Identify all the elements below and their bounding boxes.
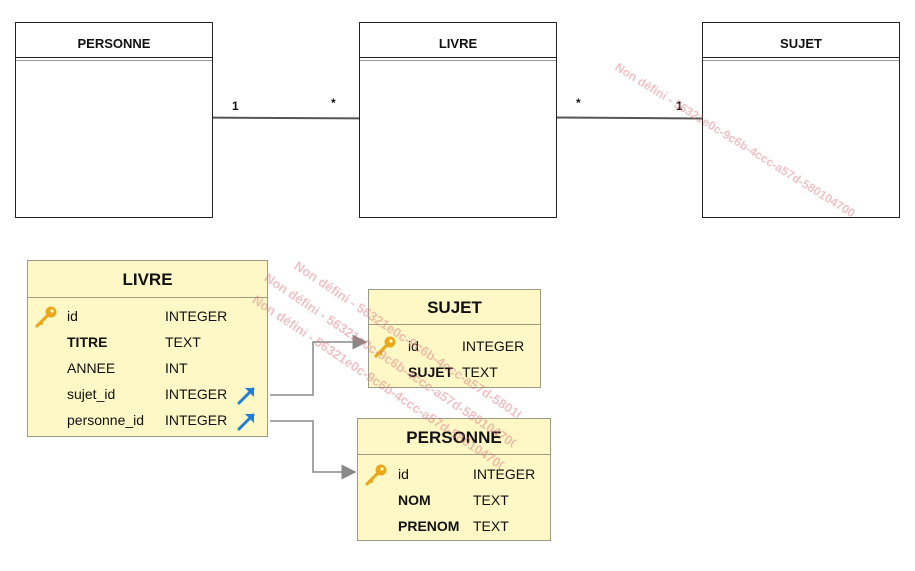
uml-class-title: PERSONNE <box>16 23 212 58</box>
column-type: INTEGER <box>165 412 228 428</box>
column-type: INTEGER <box>473 466 536 482</box>
column-type: INT <box>165 360 188 376</box>
column-name: PRENOM <box>398 518 460 534</box>
column-type: TEXT <box>473 492 509 508</box>
column-name: TITRE <box>67 334 108 350</box>
table-title: SUJET <box>369 290 540 325</box>
table-title: PERSONNE <box>358 419 550 455</box>
column-name: id <box>408 338 419 354</box>
arrow-up-right-icon <box>237 413 255 431</box>
association-line-livre-sujet <box>556 116 703 120</box>
multiplicity-label: 1 <box>676 99 683 113</box>
column-name: ANNEE <box>67 360 116 376</box>
table-livre[interactable]: LIVRE id INTEGER TITRE TEXT ANNEE INT su… <box>27 260 268 437</box>
table-row[interactable]: NOM TEXT <box>358 487 550 513</box>
table-row[interactable]: sujet_id INTEGER <box>28 381 267 407</box>
column-type: TEXT <box>473 518 509 534</box>
table-row[interactable]: id INTEGER <box>369 333 540 359</box>
column-name: personne_id <box>67 412 145 428</box>
table-row[interactable]: id INTEGER <box>358 461 550 487</box>
key-icon <box>365 464 387 486</box>
column-type: INTEGER <box>165 308 228 324</box>
uml-class-livre[interactable]: LIVRE <box>359 22 557 218</box>
table-row[interactable]: ANNEE INT <box>28 355 267 381</box>
table-row[interactable]: PRENOM TEXT <box>358 513 550 539</box>
column-name: sujet_id <box>67 386 116 402</box>
table-row[interactable]: TITRE TEXT <box>28 329 267 355</box>
table-row[interactable]: SUJET TEXT <box>369 359 540 385</box>
table-personne[interactable]: PERSONNE id INTEGER NOM TEXT PRENOM TEXT <box>357 418 551 541</box>
column-name: id <box>398 466 409 482</box>
uml-class-title: LIVRE <box>360 23 556 58</box>
multiplicity-label: * <box>576 96 581 110</box>
arrow-up-right-icon <box>237 387 255 405</box>
table-row[interactable]: id INTEGER <box>28 303 267 329</box>
uml-class-personne[interactable]: PERSONNE <box>15 22 213 218</box>
key-icon <box>374 336 396 358</box>
association-line-personne-livre <box>212 116 360 120</box>
column-name: SUJET <box>408 364 454 380</box>
relation-personne-id-connector <box>270 420 357 480</box>
column-name: NOM <box>398 492 431 508</box>
uml-class-title: SUJET <box>703 23 899 58</box>
multiplicity-label: * <box>331 96 336 110</box>
table-sujet[interactable]: SUJET id INTEGER SUJET TEXT <box>368 289 541 388</box>
column-type: INTEGER <box>165 386 228 402</box>
multiplicity-label: 1 <box>232 99 239 113</box>
table-title: LIVRE <box>28 261 267 298</box>
column-type: TEXT <box>462 364 498 380</box>
column-name: id <box>67 308 78 324</box>
table-row[interactable]: personne_id INTEGER <box>28 407 267 433</box>
column-type: TEXT <box>165 334 201 350</box>
uml-class-sujet[interactable]: SUJET <box>702 22 900 218</box>
key-icon <box>35 306 57 328</box>
relation-sujet-id-connector <box>270 334 368 396</box>
column-type: INTEGER <box>462 338 525 354</box>
